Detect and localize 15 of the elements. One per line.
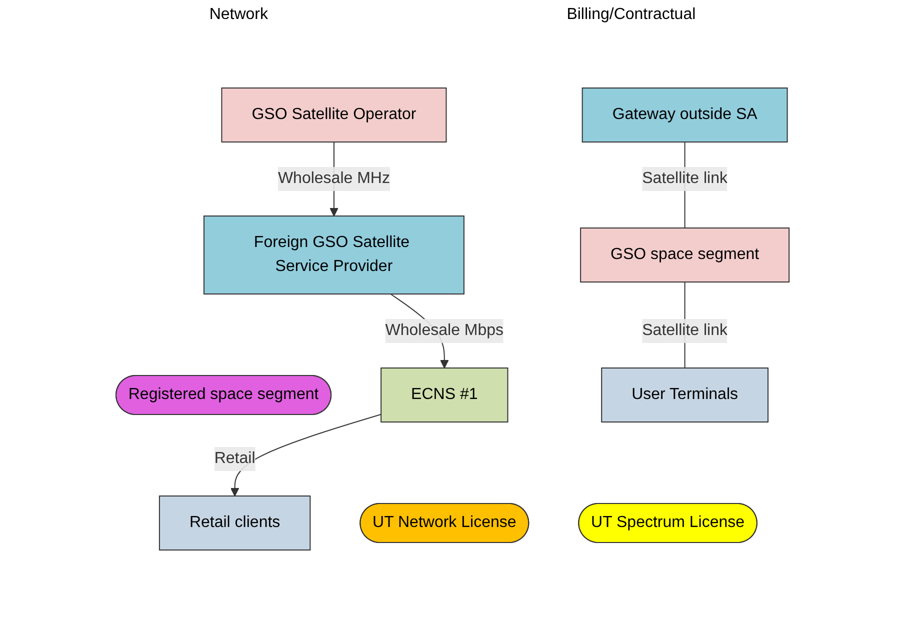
edge-label: Wholesale MHz bbox=[278, 170, 390, 187]
edge-label: Satellite link bbox=[642, 322, 728, 339]
node-box: Foreign GSO Satellite Service Provider bbox=[203, 216, 464, 294]
arrow bbox=[230, 414, 382, 496]
node-box: Retail clients bbox=[158, 496, 311, 550]
node-box: GSO Satellite Operator bbox=[221, 88, 447, 142]
node-box: ECNS #1 bbox=[380, 368, 508, 422]
column-heading: Network bbox=[209, 6, 268, 24]
node-box: Gateway outside SA bbox=[582, 88, 788, 142]
edge-label: Wholesale Mbps bbox=[385, 322, 504, 339]
node-box: User Terminals bbox=[601, 368, 768, 422]
column-heading: Billing/Contractual bbox=[566, 6, 696, 24]
edge-label: Retail bbox=[214, 450, 256, 467]
node-box: GSO space segment bbox=[580, 228, 790, 282]
edge-label: Satellite link bbox=[642, 170, 728, 187]
